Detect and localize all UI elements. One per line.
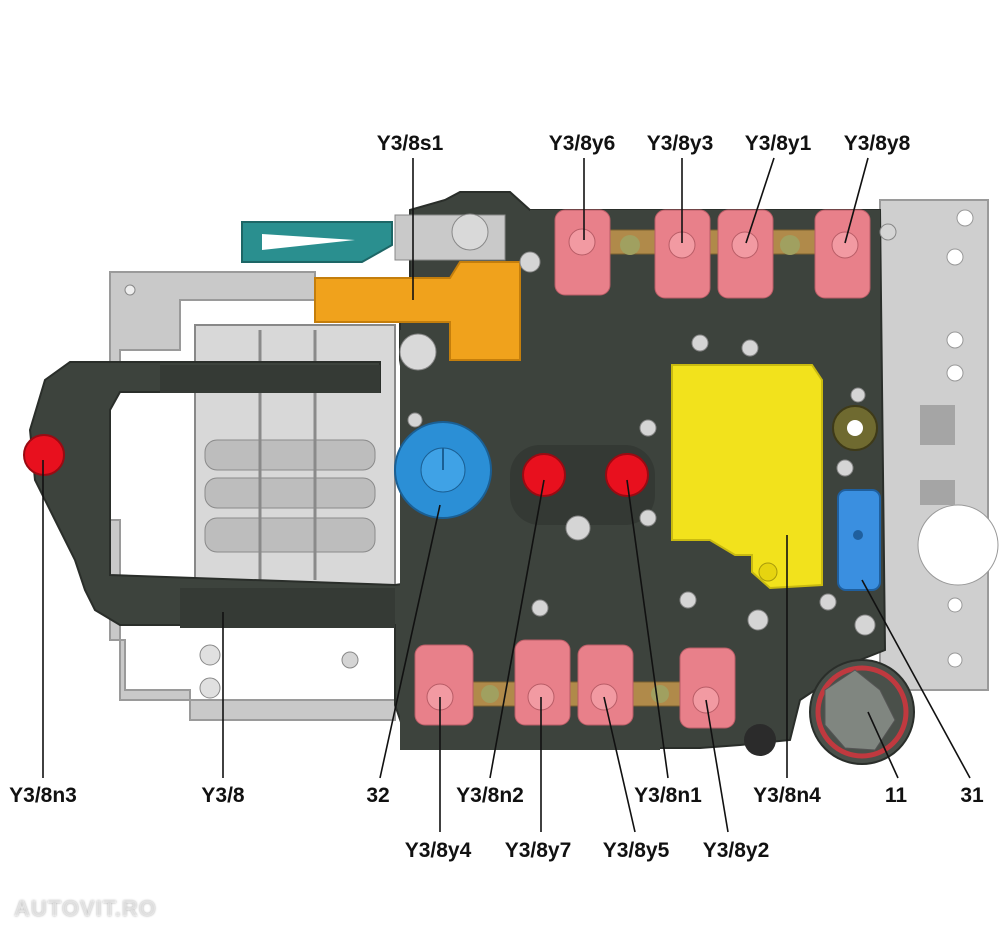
red-sensor-y3-8n1 xyxy=(605,453,649,497)
right-valve-plate xyxy=(879,199,999,691)
label-y3-8y8: Y3/8y8 xyxy=(844,132,911,155)
module-screw xyxy=(758,562,778,582)
bottom-solenoid-group xyxy=(414,639,736,729)
solenoid-y3-8y5 xyxy=(577,644,634,726)
solenoid-y3-8y1 xyxy=(717,209,774,299)
blue-plug-hole xyxy=(853,530,863,540)
label-y3-8n2: Y3/8n2 xyxy=(456,784,524,807)
label-y3-8y3: Y3/8y3 xyxy=(647,132,714,155)
label-32: 32 xyxy=(366,784,389,807)
control-module-y3-8n4 xyxy=(671,364,823,590)
label-y3-8y5: Y3/8y5 xyxy=(603,839,670,862)
label-y3-8: Y3/8 xyxy=(201,784,245,807)
red-sensor-y3-8n2 xyxy=(522,453,566,497)
label-y3-8y7: Y3/8y7 xyxy=(505,839,572,862)
blue-sensor-32 xyxy=(394,421,492,519)
leader-lines xyxy=(42,157,971,833)
electrical-connector-11 xyxy=(809,659,915,765)
solenoid-y3-8y6 xyxy=(554,209,611,296)
label-y3-8n3: Y3/8n3 xyxy=(9,784,77,807)
olive-bolt-hole xyxy=(847,420,863,436)
teal-clip-slot xyxy=(262,234,355,250)
label-y3-8n4: Y3/8n4 xyxy=(753,784,821,807)
solenoid-y3-8y4 xyxy=(414,644,474,726)
red-sensor-y3-8n3 xyxy=(23,434,65,476)
label-y3-8y1: Y3/8y1 xyxy=(745,132,812,155)
label-31: 31 xyxy=(960,784,984,807)
black-plug xyxy=(744,724,776,756)
blue-plug-31 xyxy=(837,489,881,591)
label-y3-8y2: Y3/8y2 xyxy=(703,839,770,862)
label-y3-8s1: Y3/8s1 xyxy=(377,132,444,155)
watermark: AUTOVIT.RO xyxy=(14,896,157,921)
screws xyxy=(341,223,897,669)
label-y3-8n1: Y3/8n1 xyxy=(634,784,702,807)
label-y3-8y4: Y3/8y4 xyxy=(405,839,472,862)
label-y3-8y6: Y3/8y6 xyxy=(549,132,616,155)
solenoid-y3-8y2 xyxy=(679,647,736,729)
top-solenoid-group xyxy=(554,209,871,299)
solenoid-y3-8y8 xyxy=(814,209,871,299)
solenoid-y3-8y7 xyxy=(514,639,571,726)
label-11: 11 xyxy=(885,784,908,807)
